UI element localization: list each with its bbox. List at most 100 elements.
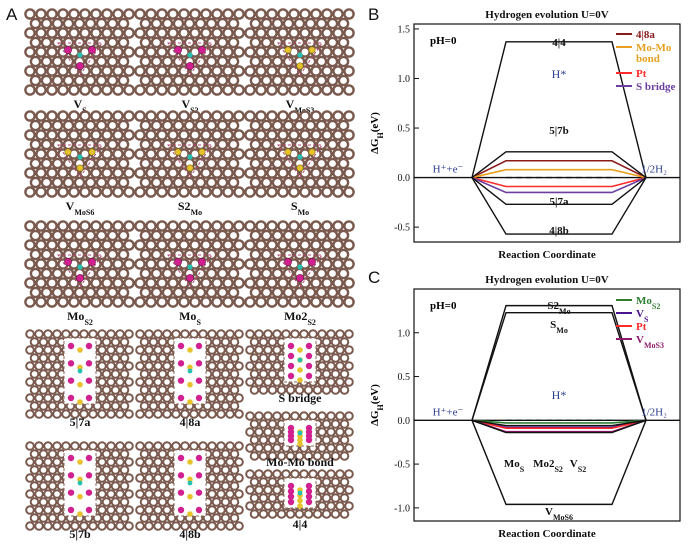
chart-b: Hydrogen evolution U=0V Reaction Coordina… bbox=[369, 9, 681, 261]
structure-label: Mo2S2 bbox=[284, 309, 316, 327]
state-adsorbed: H* bbox=[552, 67, 567, 81]
structure-label: VS2 bbox=[181, 97, 198, 115]
structure-11: S bridge bbox=[245, 329, 354, 405]
legend-label-2: Pt bbox=[636, 68, 647, 80]
series-line-3 bbox=[471, 176, 647, 194]
panel-label-b: B bbox=[368, 5, 379, 24]
series-line-5 bbox=[471, 311, 647, 421]
x-axis-label: Reaction Coordinate bbox=[498, 528, 596, 540]
series-line-4 bbox=[471, 304, 647, 421]
annotation-0: 4|4 bbox=[552, 37, 566, 49]
series-line-1 bbox=[471, 168, 647, 179]
ph-label: pH=0 bbox=[430, 35, 457, 47]
x-axis-label: Reaction Coordinate bbox=[498, 249, 596, 261]
series-line-6 bbox=[471, 177, 647, 206]
annotation-1: SMo bbox=[550, 319, 568, 335]
chart-c: Hydrogen evolution U=0V Reaction Coordina… bbox=[369, 274, 681, 540]
structure-label: SMo bbox=[291, 199, 309, 217]
legend-label-3: VMoS3 bbox=[636, 334, 664, 350]
annotation-3: 4|8b bbox=[549, 225, 569, 237]
series-line-4 bbox=[471, 41, 647, 178]
legend-label-3: S bridge bbox=[636, 81, 676, 93]
structure-label: 4|8b bbox=[179, 527, 201, 541]
y-tick-label: 1.5 bbox=[398, 24, 411, 35]
structure-label: S bridge bbox=[278, 391, 322, 405]
structure-label: MoS bbox=[179, 309, 201, 327]
y-tick-label: 0.5 bbox=[398, 372, 411, 383]
chart-title: Hydrogen evolution U=0V bbox=[485, 274, 608, 286]
structure-9: 5|7a bbox=[25, 329, 134, 429]
structure-label: VS bbox=[73, 97, 87, 115]
plot-frame bbox=[413, 23, 681, 243]
legend-label-1: VS bbox=[636, 308, 649, 324]
y-axis-label: ΔGH(eV) bbox=[369, 112, 385, 154]
y-tick-label: 1.0 bbox=[398, 74, 411, 85]
legend-label-1: Mo-Mo bbox=[636, 42, 672, 54]
y-tick-label: 0.5 bbox=[398, 124, 411, 135]
series-line-0 bbox=[471, 419, 647, 424]
series-line-0 bbox=[471, 159, 647, 179]
legend-label-cont-1: bond bbox=[636, 53, 660, 65]
series-line-5 bbox=[471, 151, 647, 179]
panel-label-a: A bbox=[6, 5, 18, 24]
structure-label: VMoS6 bbox=[66, 199, 95, 217]
structure-label: 5|7a bbox=[70, 415, 91, 429]
legend-label-0: 4|8a bbox=[636, 29, 655, 41]
plot-frame bbox=[413, 288, 681, 522]
annotation-2: MoS bbox=[504, 458, 525, 474]
structure-1: VS2 bbox=[134, 8, 245, 115]
y-tick-label: 1.0 bbox=[398, 328, 411, 339]
structure-3: VMoS6 bbox=[24, 110, 135, 217]
annotation-5: VMoS6 bbox=[545, 506, 573, 522]
annotation-2: 5|7a bbox=[550, 196, 569, 208]
structure-15: 4|4 bbox=[245, 469, 354, 531]
structure-14: Mo-Mo bond bbox=[245, 411, 354, 469]
structure-label: Mo-Mo bond bbox=[266, 455, 334, 469]
series-line-8 bbox=[471, 420, 647, 506]
annotation-3: Mo2S2 bbox=[533, 458, 563, 474]
structure-13: 4|8b bbox=[135, 441, 244, 541]
annotation-4: VS2 bbox=[570, 458, 586, 474]
structure-label: 5|7b bbox=[69, 527, 91, 541]
legend-label-0: MoS2 bbox=[636, 295, 660, 311]
y-tick-label: -0.5 bbox=[394, 460, 410, 471]
structure-label: S2Mo bbox=[178, 199, 202, 217]
legend-label-2: Pt bbox=[636, 321, 647, 333]
series-line-7 bbox=[471, 419, 647, 434]
state-initial: H⁺+e⁻ bbox=[433, 406, 464, 418]
chart-title: Hydrogen evolution U=0V bbox=[485, 9, 608, 21]
state-adsorbed: H* bbox=[552, 388, 567, 402]
state-final: 1/2H₂ bbox=[641, 406, 667, 418]
structure-6: MoS2 bbox=[24, 220, 135, 327]
structure-8: Mo2S2 bbox=[244, 220, 355, 327]
structure-label: 4|4 bbox=[293, 517, 308, 531]
annotation-1: 5|7b bbox=[549, 125, 569, 137]
state-initial: H⁺+e⁻ bbox=[433, 164, 464, 176]
y-tick-label: 0.0 bbox=[398, 173, 411, 184]
structure-5: SMo bbox=[244, 110, 355, 217]
structure-label: 4|8a bbox=[180, 415, 201, 429]
panel-label-c: C bbox=[368, 268, 380, 287]
structure-12: 5|7b bbox=[25, 441, 134, 541]
series-line-2 bbox=[471, 419, 647, 430]
structure-label: VMoS3 bbox=[286, 97, 315, 115]
y-tick-label: -0.5 bbox=[394, 223, 410, 234]
structure-0: VS bbox=[24, 8, 135, 115]
series-line-2 bbox=[471, 176, 647, 188]
structure-7: MoS bbox=[134, 220, 245, 327]
state-final: 1/2H₂ bbox=[641, 164, 667, 176]
y-tick-label: -1.0 bbox=[394, 503, 410, 514]
ph-label: pH=0 bbox=[430, 300, 457, 312]
y-tick-label: 0.0 bbox=[398, 416, 411, 427]
series-line-7 bbox=[471, 177, 647, 235]
annotation-0: S2Mo bbox=[547, 300, 570, 316]
structure-4: S2Mo bbox=[134, 110, 245, 217]
y-axis-label: ΔGH(eV) bbox=[369, 384, 385, 426]
structure-2: VMoS3 bbox=[244, 8, 355, 115]
structure-label: MoS2 bbox=[67, 309, 93, 327]
structure-10: 4|8a bbox=[135, 329, 244, 429]
